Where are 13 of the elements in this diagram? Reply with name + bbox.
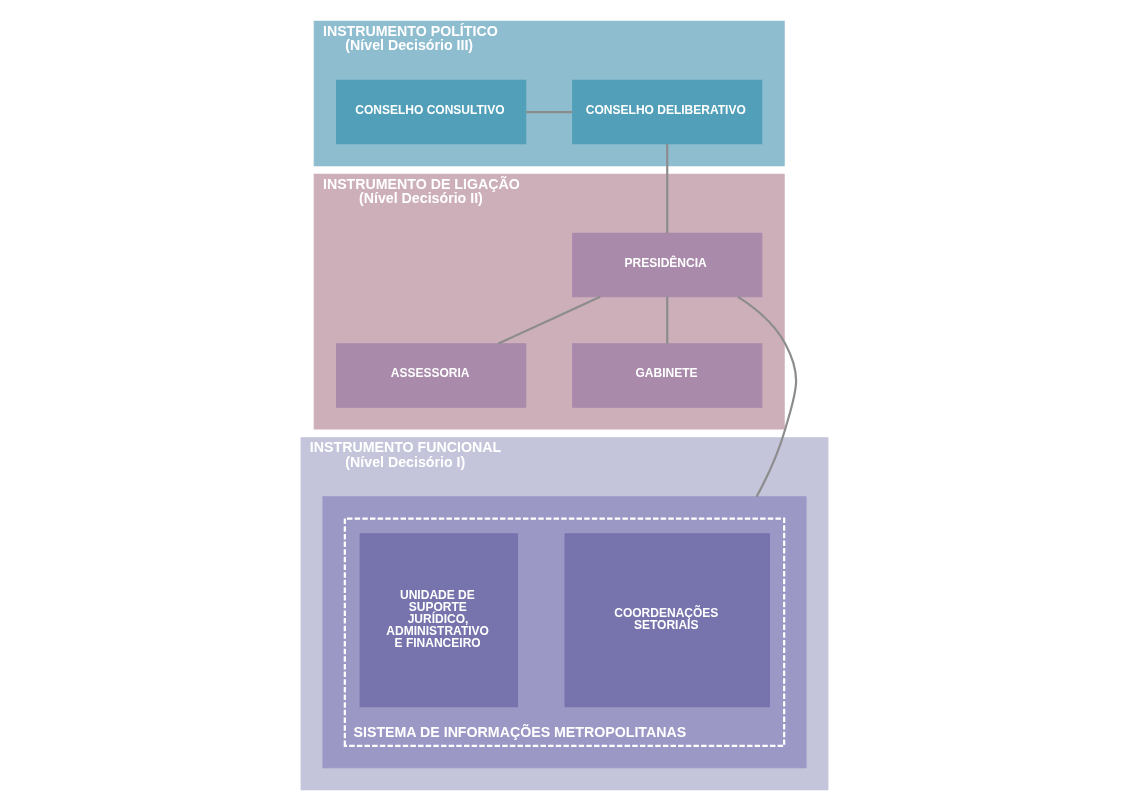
node-box: ASSESSORIA	[336, 343, 527, 408]
node-box: UNIDADE DE SUPORTE JURÍDICO, ADMINISTRATIVO E FINANCEIRO	[359, 533, 519, 708]
connector	[666, 144, 669, 234]
node-box: COORDENAÇÕES SETORIAIS	[564, 533, 770, 708]
connector	[737, 295, 798, 498]
node-box: CONSELHO CONSULTIVO	[336, 79, 527, 145]
connector	[666, 296, 669, 344]
cluster	[322, 496, 807, 769]
connector	[526, 110, 573, 114]
connector	[497, 295, 601, 345]
node-box: PRESIDÊNCIA	[572, 232, 763, 298]
node-box: GABINETE	[572, 343, 763, 408]
node-box: CONSELHO DELIBERATIVO	[572, 79, 763, 145]
